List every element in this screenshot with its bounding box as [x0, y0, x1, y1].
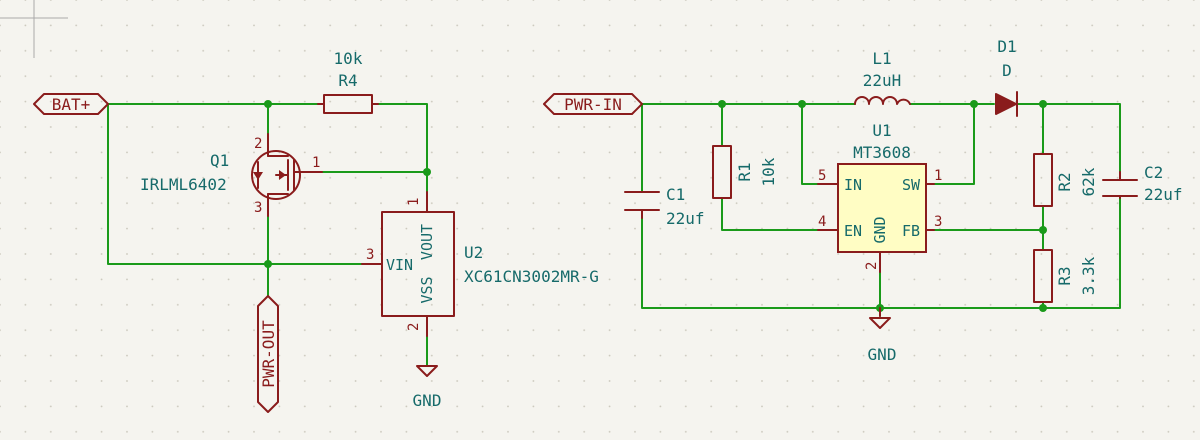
u1-pin2: 2 — [864, 262, 880, 270]
u1-sw: SW — [902, 176, 921, 194]
cursor-crosshair — [0, 0, 68, 58]
pwr-out-label-text: PWR-OUT — [259, 320, 278, 388]
pwr-out-label[interactable]: PWR-OUT — [257, 295, 279, 413]
u1-fb: FB — [902, 222, 920, 240]
gnd-right-text: GND — [868, 345, 897, 364]
inductor-l1[interactable]: L1 22uH — [854, 49, 911, 105]
d1-ref: D1 — [997, 37, 1016, 56]
bat-label-text: BAT+ — [52, 95, 91, 114]
q1-pin2: 2 — [254, 136, 262, 152]
u1-in: IN — [844, 176, 862, 194]
c2-value: 22uf — [1144, 185, 1183, 204]
u2-pin1: 1 — [406, 198, 422, 206]
q1-ref: Q1 — [210, 151, 229, 170]
bat-label[interactable]: BAT+ — [33, 93, 109, 115]
u2-vout: VOUT — [418, 224, 436, 260]
u1-value: MT3608 — [853, 143, 911, 162]
r1-ref: R1 — [735, 162, 754, 181]
r2-value: 62k — [1079, 167, 1098, 196]
diode-d1[interactable]: D1 D — [995, 37, 1018, 117]
ic-u1[interactable]: IN SW EN FB GND 5 4 1 3 2 U1 MT3608 — [817, 121, 942, 273]
r4-ref: R4 — [338, 71, 357, 90]
l1-value: 22uH — [863, 71, 902, 90]
c1-value: 22uf — [666, 209, 705, 228]
u1-pin5: 5 — [818, 168, 826, 184]
r3-value: 3.3k — [1079, 256, 1098, 295]
u1-ref: U1 — [872, 121, 891, 140]
u2-pin3: 3 — [366, 247, 374, 263]
pwr-in-label[interactable]: PWR-IN — [543, 93, 643, 115]
u1-pin3: 3 — [934, 214, 942, 230]
u1-pin1: 1 — [934, 168, 942, 184]
q1-value: IRLML6402 — [140, 175, 227, 194]
capacitor-c2[interactable]: C2 22uf — [1102, 163, 1183, 204]
ic-u2[interactable]: VIN VOUT VSS 1 2 3 U2 XC61CN3002MR-G — [361, 191, 599, 337]
d1-value: D — [1002, 61, 1012, 80]
q1-pin1: 1 — [312, 155, 320, 171]
u1-pin4: 4 — [818, 214, 826, 230]
r4-value: 10k — [334, 49, 363, 68]
mosfet-q1[interactable]: 2 3 1 Q1 IRLML6402 — [140, 133, 323, 217]
junctions-right — [718, 100, 1047, 312]
gnd-symbol-right[interactable]: GND — [868, 307, 897, 364]
pwr-in-label-text: PWR-IN — [564, 95, 622, 114]
resistor-r1[interactable]: R1 10k — [712, 145, 778, 199]
r3-ref: R3 — [1055, 266, 1074, 285]
u2-ref: U2 — [464, 243, 483, 262]
u2-pin2: 2 — [406, 323, 422, 331]
u2-vin: VIN — [386, 256, 413, 274]
u2-value: XC61CN3002MR-G — [464, 267, 599, 286]
gnd-symbol-left[interactable]: GND — [413, 365, 442, 410]
capacitor-c1[interactable]: C1 22uf — [624, 185, 705, 228]
l1-ref: L1 — [872, 49, 891, 68]
resistor-r4[interactable]: 10k R4 — [317, 49, 379, 114]
junctions-left — [264, 100, 431, 268]
r2-ref: R2 — [1055, 172, 1074, 191]
u1-en: EN — [844, 222, 862, 240]
u2-vss: VSS — [418, 276, 436, 303]
r1-value: 10k — [759, 157, 778, 186]
q1-pin3: 3 — [254, 200, 262, 216]
u1-gnd: GND — [871, 216, 889, 243]
wires-left — [107, 103, 428, 367]
resistor-r2[interactable]: R2 62k — [1033, 153, 1098, 207]
resistor-r3[interactable]: R3 3.3k — [1033, 249, 1098, 303]
c2-ref: C2 — [1144, 163, 1163, 182]
c1-ref: C1 — [666, 185, 685, 204]
gnd-left-text: GND — [413, 391, 442, 410]
